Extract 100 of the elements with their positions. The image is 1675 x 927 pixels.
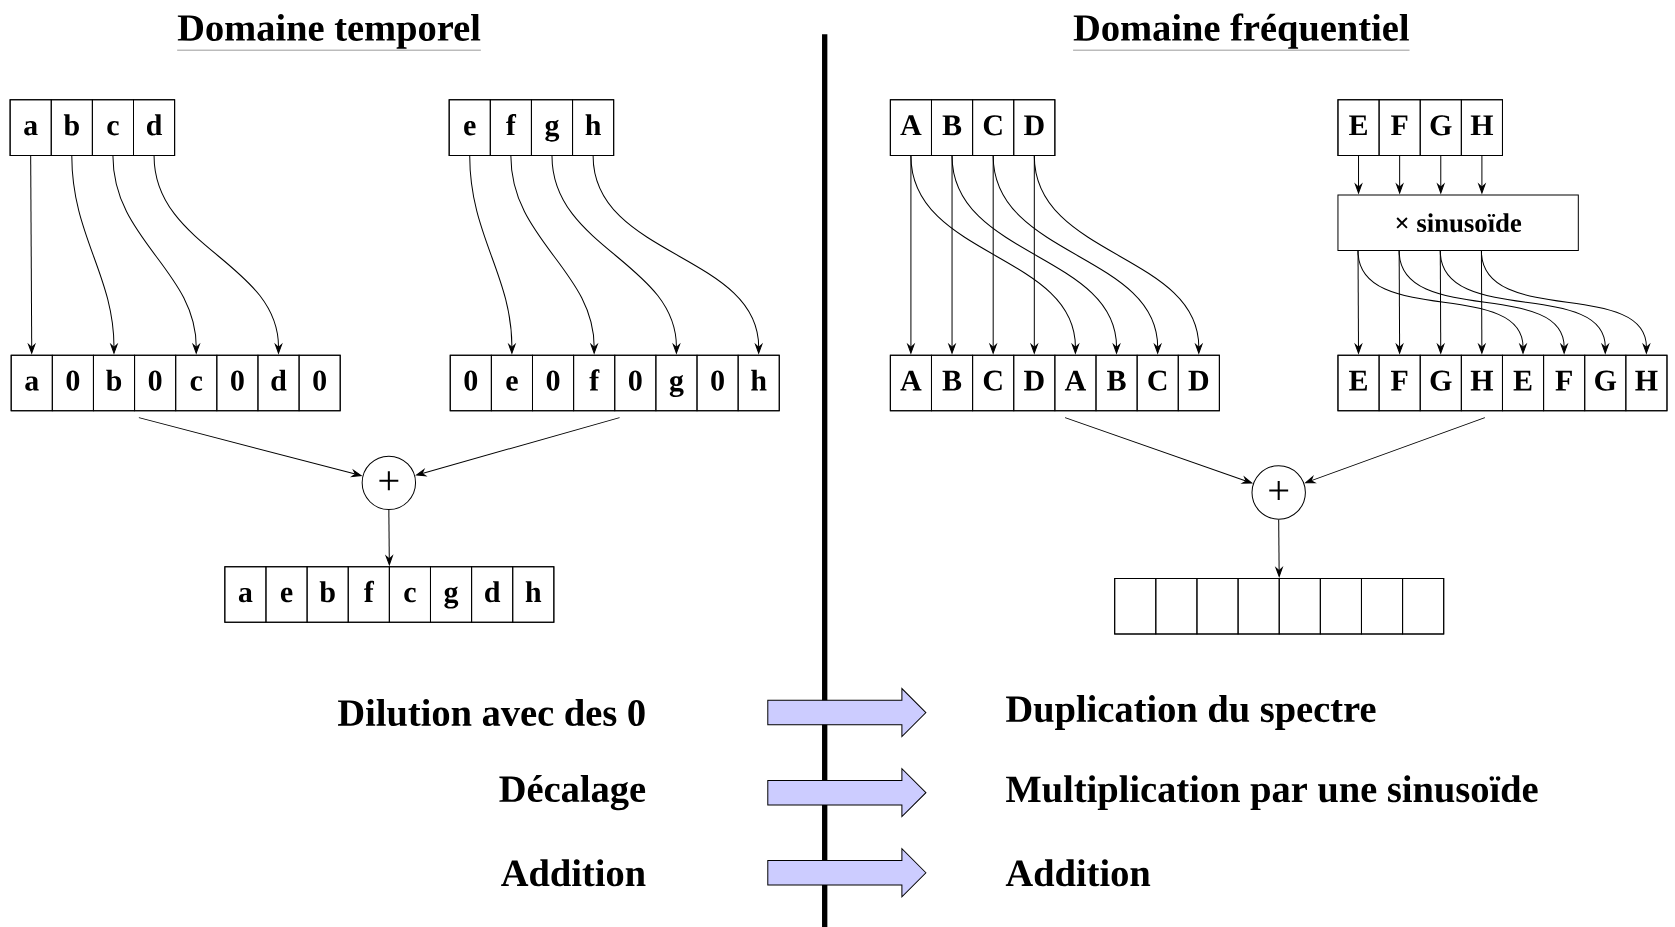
letter-cell: f [347,566,390,623]
letter-cell: g [429,566,473,623]
letter-cell: E [1337,354,1380,412]
letter-cell: h [572,99,615,156]
arrow [1439,250,1609,354]
letter-cell: c [388,566,431,623]
operation-label: Décalage [499,775,646,811]
heading: Domaine fréquentiel [1072,13,1410,51]
letter-cell: d [133,99,176,156]
arrow [910,155,1080,354]
letter-cell: b [306,566,349,623]
letter-cell: e [265,566,308,623]
letter-cell: e [490,354,533,412]
letter-cell: A [889,99,932,156]
letter-cell: A [889,354,932,412]
empty-cell [1319,577,1362,635]
letter-cell: B [931,99,974,156]
heading: Domaine temporel [176,13,482,51]
letter-cell: G [1419,99,1462,156]
empty-cell [1155,577,1198,635]
letter-cell: E [1501,354,1545,412]
letter-cell: E [1337,99,1380,156]
letter-cell: c [91,99,134,156]
letter-cell: A [1054,354,1097,412]
letter-cell: 0 [696,354,739,412]
arrow [1357,250,1527,354]
letter-cell: c [175,354,218,412]
arrow [948,155,956,354]
empty-cell [1237,577,1280,635]
letter-cell: G [1419,354,1462,412]
letter-cell: C [972,99,1015,156]
letter-cell: e [448,99,491,156]
letter-cell: 0 [449,354,492,412]
letter-cell: 0 [134,354,177,412]
block-arrow [767,848,927,898]
letter-cell: f [489,99,532,156]
arrow [510,155,598,354]
arrow [1480,250,1651,354]
letter-cell: D [1013,99,1056,156]
letter-cell: b [50,99,93,156]
letter-cell: a [10,354,53,412]
empty-cell [1402,577,1445,635]
letter-cell: d [257,354,300,412]
empty-cell [1196,577,1239,635]
operation-box: × sinusoïde [1337,194,1579,251]
block-arrow [767,688,927,738]
letter-cell: 0 [532,354,575,412]
letter-cell: C [972,354,1015,412]
arrow [1398,250,1568,354]
letter-cell: C [1136,354,1179,412]
letter-cell: d [471,566,514,623]
letter-cell: H [1460,354,1503,412]
arrow [1478,155,1486,194]
letter-cell: F [1543,354,1586,412]
letter-cell: G [1584,354,1627,412]
arrow [1354,155,1363,194]
letter-cell: H [1625,354,1668,412]
letter-cell: D [1177,354,1220,412]
letter-cell: a [224,566,267,623]
arrow [1305,417,1486,484]
letter-cell: D [1013,354,1056,412]
operation-label: Multiplication par une sinusoïde [1006,775,1538,811]
arrow [138,417,362,477]
letter-cell: b [92,354,136,412]
empty-cell [1360,577,1404,635]
letter-cell: 0 [614,354,657,412]
block-arrow [767,768,927,818]
arrow [153,155,283,354]
letter-cell: F [1378,354,1421,412]
letter-cell: F [1378,99,1421,156]
letter-cell: a [9,99,52,156]
letter-cell: g [530,99,574,156]
arrow [992,155,1162,354]
letter-cell: f [573,354,616,412]
arrow [1064,417,1253,484]
arrow [469,155,516,354]
arrow [112,155,200,354]
arrow [1395,250,1404,354]
letter-cell: g [655,354,698,412]
letter-cell: B [1095,354,1138,412]
letter-cell: 0 [51,354,94,412]
arrow [1275,519,1283,577]
arrow [71,155,118,354]
arrow [1033,155,1203,354]
arrow [1396,155,1404,194]
empty-cell [1278,577,1321,635]
operation-label: Addition [501,859,646,887]
arrow [551,155,681,354]
operation-label: Addition [1005,859,1151,887]
arrow [1437,155,1445,194]
empty-cell [1114,577,1157,635]
arrow [415,417,621,477]
arrow [592,155,763,354]
letter-cell: h [512,566,555,623]
letter-cell: h [737,354,780,412]
operation-label: Dilution avec des 0 [338,698,645,727]
arrow [951,155,1121,354]
letter-cell: 0 [298,354,341,412]
letter-cell: B [931,354,974,412]
arrow [28,155,36,354]
